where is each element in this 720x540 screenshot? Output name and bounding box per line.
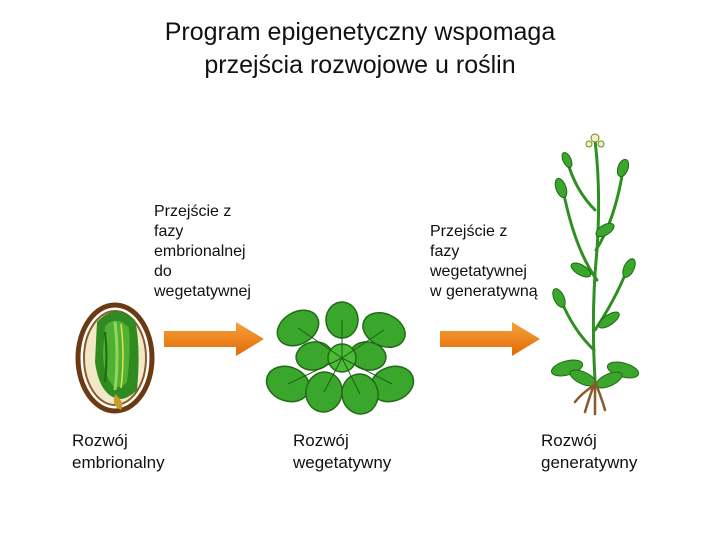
transition-2-line-3: wegetatywnej (430, 263, 527, 280)
transition-2-line-4: w generatywną (430, 283, 538, 300)
transition-1-line-3: embrionalnej (154, 243, 246, 260)
stage-3-line-2: generatywny (541, 453, 638, 472)
transition-1-line-4: do (154, 263, 172, 280)
transition-arrow-1 (164, 322, 264, 356)
stage-caption-generative: Rozwój generatywny (541, 430, 637, 474)
stage-1-line-1: Rozwój (72, 431, 128, 450)
transition-label-embryonic-to-vegetative: Przejście z fazy embrionalnej do wegetat… (154, 202, 251, 302)
stage-caption-embryonic: Rozwój embrionalny (72, 430, 165, 474)
stage-2-line-2: wegetatywny (293, 453, 392, 472)
transition-1-line-1: Przejście z (154, 203, 232, 220)
title-line-1: Program epigenetyczny wspomaga (164, 18, 556, 46)
seed-embryo-illustration (75, 302, 155, 414)
transition-1-line-5: wegetatywnej (154, 283, 251, 300)
rosette-plant-illustration (265, 301, 415, 415)
title-line-2: przejścia rozwojowe u roślin (204, 51, 516, 79)
transition-1-line-2: fazy (154, 223, 184, 240)
stage-1-line-2: embrionalny (72, 453, 165, 472)
stage-2-line-1: Rozwój (293, 431, 349, 450)
page-title: Program epigenetyczny wspomaga przejścia… (0, 16, 720, 82)
stage-caption-vegetative: Rozwój wegetatywny (293, 430, 391, 474)
flowering-plant-illustration (550, 133, 640, 416)
transition-2-line-1: Przejście z (430, 223, 508, 240)
transition-label-vegetative-to-generative: Przejście z fazy wegetatywnej w generaty… (430, 222, 538, 302)
transition-arrow-2 (440, 322, 540, 356)
stage-3-line-1: Rozwój (541, 431, 597, 450)
transition-2-line-2: fazy (430, 243, 460, 260)
